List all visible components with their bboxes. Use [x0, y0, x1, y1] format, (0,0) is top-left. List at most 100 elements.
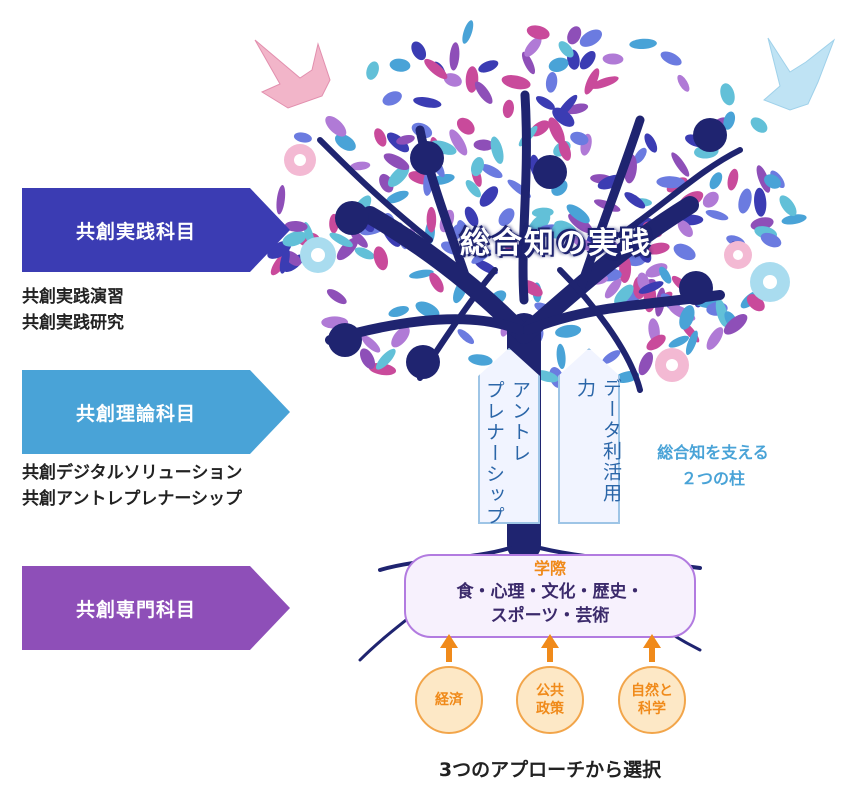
banner-theory-arrow	[250, 370, 290, 454]
leaf	[723, 111, 736, 130]
banner-specialty-arrow	[250, 566, 290, 650]
leaf	[558, 41, 574, 58]
leaf	[702, 191, 719, 208]
leaf	[760, 232, 782, 248]
blue-bird-icon	[763, 37, 836, 111]
leaf	[531, 207, 554, 218]
leaf	[705, 209, 729, 221]
leaf	[567, 26, 582, 45]
approach-nature-science: 自然と 科学	[618, 666, 686, 734]
leaf	[660, 51, 682, 66]
leaf	[535, 96, 555, 110]
leaf	[350, 161, 371, 171]
approach-public-policy: 公共 政策	[516, 666, 584, 734]
leaf	[284, 220, 308, 232]
leaf	[624, 192, 646, 209]
leaf	[388, 305, 409, 318]
leaf	[677, 74, 690, 92]
leaf	[638, 351, 654, 376]
leaf	[614, 284, 634, 306]
practice-course-list: 共創実践演習 共創実践研究	[22, 284, 124, 336]
banner-theory-label: 共創理論科目	[22, 370, 250, 454]
leaf	[679, 305, 695, 330]
leaf	[677, 220, 693, 238]
banner-practice-label: 共創実践科目	[22, 188, 250, 272]
leaf	[584, 68, 600, 95]
support-caption: 総合知を支える ２つの柱	[638, 440, 788, 492]
leaf	[386, 190, 409, 204]
theory-course-list: 共創デジタルソリューション 共創アントレプレナーシップ	[22, 460, 242, 512]
leaf	[375, 348, 396, 370]
leaf	[521, 51, 536, 75]
leaf	[570, 131, 589, 146]
leaf	[750, 117, 768, 133]
roots-label: 学際 食・心理・文化・歴史・ スポーツ・芸術	[408, 558, 692, 628]
pillar-right-label: データ利活用力	[574, 378, 622, 504]
flower-decoration-left	[284, 144, 336, 273]
leaf	[456, 220, 472, 249]
approach-caption: 3つのアプローチから選択	[438, 759, 662, 781]
leaf	[638, 281, 664, 294]
leaf	[462, 20, 474, 44]
leaf	[443, 73, 462, 87]
leaf	[336, 237, 359, 261]
banner-practice-arrow	[250, 188, 290, 272]
leaf	[429, 272, 444, 293]
leaf	[602, 53, 624, 65]
leaf	[479, 186, 499, 207]
leaf	[556, 343, 566, 370]
leaf	[293, 132, 312, 143]
pillar-right	[558, 348, 620, 524]
course-entrepreneurship: 共創アントレプレナーシップ	[22, 489, 242, 509]
leaf	[387, 165, 410, 188]
leaf	[555, 324, 582, 338]
approach-economy: 経済	[415, 666, 483, 734]
leaf	[361, 335, 381, 353]
leaf	[659, 266, 672, 284]
banner-practice: 共創実践科目	[22, 188, 290, 272]
pink-bird-icon	[254, 39, 331, 109]
approach-arrows	[440, 634, 661, 662]
leaf	[334, 133, 356, 151]
leaf	[656, 176, 685, 189]
leaf	[426, 206, 437, 233]
leaf	[465, 180, 481, 198]
leaf	[756, 165, 771, 193]
leaf	[629, 38, 657, 50]
leaf	[709, 172, 723, 190]
leaf	[383, 153, 410, 171]
leaf	[552, 107, 575, 127]
leaf	[391, 326, 410, 348]
leaf	[706, 327, 724, 350]
leaf	[548, 117, 565, 145]
leaf	[579, 29, 603, 47]
leaf	[685, 330, 698, 356]
leaf	[504, 233, 517, 252]
leaf	[474, 81, 493, 104]
leaf	[602, 350, 621, 365]
leaf	[501, 75, 531, 90]
leaf	[637, 244, 652, 263]
banner-theory: 共創理論科目	[22, 370, 290, 454]
leaf	[633, 147, 647, 164]
leaf	[590, 76, 619, 89]
roots-heading: 学際	[533, 559, 566, 578]
leaf	[566, 204, 590, 224]
banner-specialty: 共創専門科目	[22, 566, 290, 650]
leaf	[727, 168, 739, 191]
leaf	[754, 187, 767, 217]
flower-decoration-right	[655, 241, 790, 382]
support-caption-line2: ２つの柱	[680, 469, 745, 488]
leaf	[548, 57, 569, 73]
leaf	[350, 230, 368, 248]
leaf	[449, 42, 460, 71]
leaf	[646, 334, 666, 351]
leaf	[490, 136, 504, 164]
leaf	[478, 60, 499, 73]
leaf	[456, 117, 475, 135]
leaf	[557, 94, 578, 118]
leaf	[738, 188, 752, 214]
course-practice-seminar: 共創実践演習	[22, 287, 124, 307]
leaf	[424, 58, 448, 80]
leaf	[329, 232, 353, 248]
